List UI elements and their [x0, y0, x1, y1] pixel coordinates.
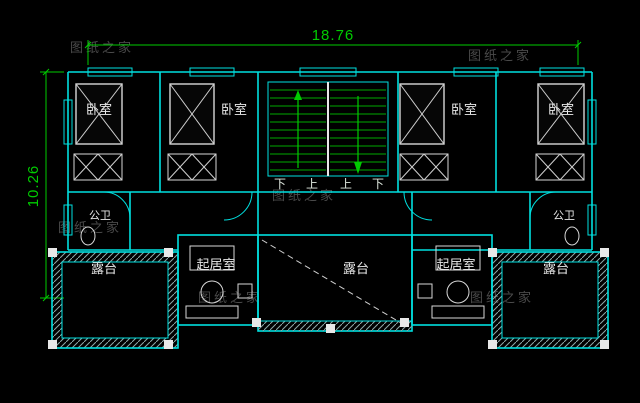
bathroom-left: 公卫: [80, 210, 111, 246]
living-room-label: 起居室: [436, 257, 475, 272]
bedroom-label: 卧室: [548, 102, 574, 117]
walls: [67, 71, 593, 251]
stair-arrow-up-icon: [294, 90, 302, 100]
terrace-center: 露台: [257, 234, 413, 332]
terrace-label: 露台: [91, 261, 117, 276]
terrace-label: 露台: [343, 261, 369, 276]
stair-down-label: 下: [274, 177, 286, 191]
terrace-left: 露台: [51, 251, 179, 349]
watermark-text: 图纸之家: [70, 40, 134, 55]
stair-arrow-down-icon: [354, 162, 362, 174]
bathroom-right: 公卫: [553, 210, 580, 246]
staircase: 下 上 上 下: [267, 81, 389, 191]
columns: [48, 248, 609, 349]
terrace-right: 露台: [491, 251, 609, 349]
dimension-top: 18.76: [84, 27, 582, 65]
public-bath-label: 公卫: [89, 210, 111, 222]
watermark-text: 图纸之家: [198, 290, 262, 305]
windows: [63, 67, 597, 236]
stair-up-label: 上: [340, 177, 352, 191]
bedroom-4: 卧室: [537, 83, 585, 145]
watermark-text: 图纸之家: [468, 48, 532, 63]
bedroom-label: 卧室: [221, 102, 247, 117]
width-dimension-label: 18.76: [312, 27, 355, 44]
living-room-left: 起居室: [177, 234, 259, 326]
bedroom-2: 卧室: [169, 83, 247, 145]
bedroom-label: 卧室: [86, 102, 112, 117]
bedroom-label: 卧室: [451, 102, 477, 117]
public-bath-label: 公卫: [553, 210, 575, 222]
bedroom-3: 卧室: [399, 83, 477, 145]
height-dimension-label: 10.26: [25, 165, 42, 208]
door-arcs: [103, 191, 557, 221]
bedroom-1: 卧室: [75, 83, 123, 145]
dimension-left: 10.26: [25, 68, 64, 302]
living-room-label: 起居室: [196, 257, 235, 272]
wardrobes: [73, 153, 585, 181]
stair-down-label: 下: [372, 177, 384, 191]
stair-up-label: 上: [306, 177, 318, 191]
living-room-right: 起居室: [411, 234, 493, 326]
terrace-label: 露台: [543, 261, 569, 276]
